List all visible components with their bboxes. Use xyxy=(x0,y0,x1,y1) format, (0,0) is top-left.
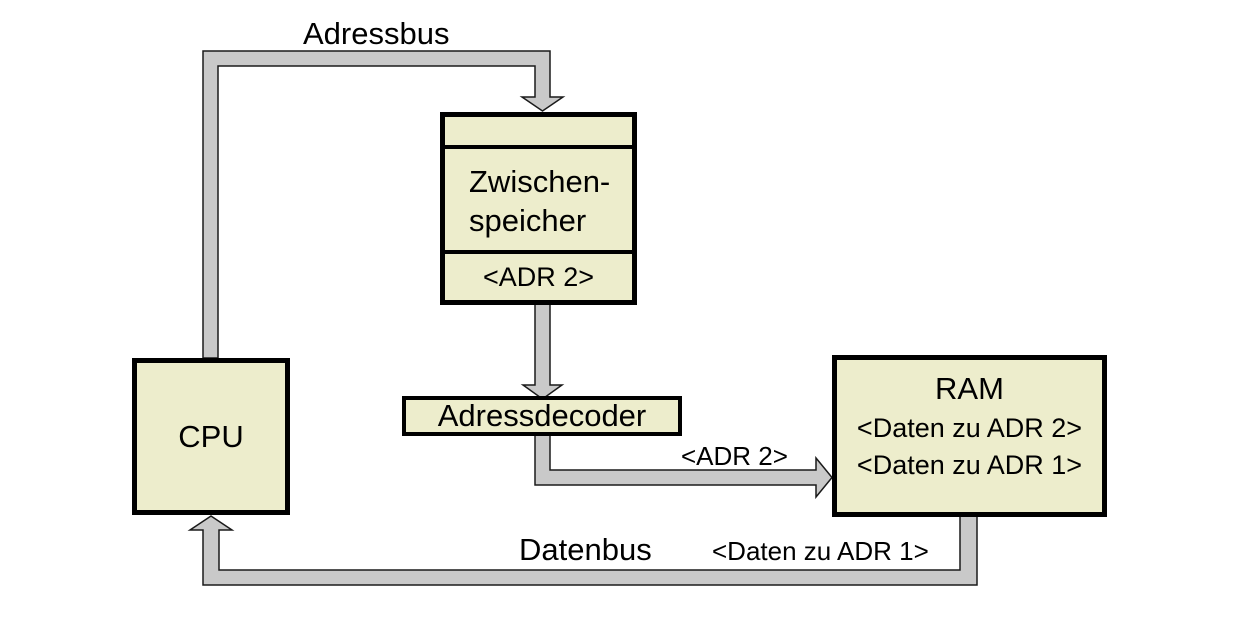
decoder-label: Adressdecoder xyxy=(437,398,647,433)
daten-zu-adr1-bus-label: <Daten zu ADR 1> xyxy=(712,536,929,566)
cpu-label: CPU xyxy=(178,418,244,454)
datenbus-label: Datenbus xyxy=(519,532,652,567)
decoder-to-ram-arrow xyxy=(534,433,833,500)
buffer-empty-slot xyxy=(445,117,632,149)
ram-box: RAM <Daten zu ADR 2> <Daten zu ADR 1> xyxy=(832,355,1107,517)
buffer-title-line1: Zwischen- xyxy=(469,164,611,199)
adressbus-label: Adressbus xyxy=(303,16,450,51)
buffer-title: Zwischen- speicher xyxy=(445,149,632,254)
buffer-to-decoder-arrow xyxy=(520,299,565,400)
buffer-title-line2: speicher xyxy=(469,203,587,238)
adressbus-arrow xyxy=(202,50,566,359)
ram-data-row-adr1: <Daten zu ADR 1> xyxy=(856,450,1083,480)
datenbus-arrow xyxy=(187,513,978,586)
ram-label: RAM xyxy=(935,371,1004,406)
cpu-box: CPU xyxy=(132,358,290,515)
ram-data-row-adr2: <Daten zu ADR 2> xyxy=(856,413,1083,443)
decoder-box: Adressdecoder xyxy=(402,396,682,436)
buffer-adr2-slot: <ADR 2> xyxy=(482,261,595,292)
adr2-bus-label: <ADR 2> xyxy=(681,441,788,471)
buffer-box: Zwischen- speicher <ADR 2> xyxy=(440,112,637,305)
